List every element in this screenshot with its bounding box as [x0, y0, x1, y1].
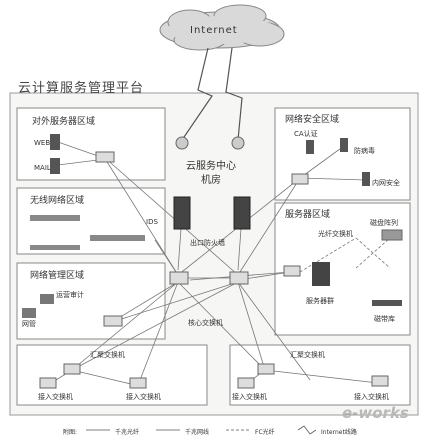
datacenter-label-line1: 云服务中心: [186, 161, 236, 172]
legend-item-cable: 千兆网线: [185, 429, 210, 436]
agg-right-label: 汇聚交换机: [290, 351, 325, 359]
audit-label: 运营审计: [56, 291, 84, 299]
access-switch-left-2: [129, 377, 147, 389]
router-left: [175, 136, 189, 150]
zone-security-title: 网络安全区域: [285, 115, 340, 125]
zone-wireless-title: 无线网络区域: [30, 196, 85, 206]
tape-library-label: 磁带库: [374, 315, 395, 323]
firewall-label: 出口防火墙: [190, 239, 225, 247]
access-switch-left-1: [39, 377, 57, 389]
intranet-security-label: 内网安全: [372, 179, 400, 187]
legend-item-fiber: 千兆光纤: [115, 429, 140, 436]
core-switch-left: [169, 271, 189, 285]
datacenter-label: 云服务中心 机房: [186, 160, 236, 188]
access-switch-right-1: [237, 377, 255, 389]
mail-server-icon: [50, 158, 60, 174]
wireless-ap-2: [90, 235, 145, 241]
wireless-ap-1: [30, 215, 80, 221]
external-switch-icon: [95, 151, 115, 163]
internet-cloud: [159, 4, 285, 51]
server-cluster-icon: [312, 262, 330, 286]
agg-switch-left: [63, 363, 81, 375]
fc-switch-label: 光纤交换机: [318, 230, 353, 238]
security-switch-icon: [291, 173, 309, 185]
zone-wireless: [16, 187, 166, 255]
zone-security: [274, 107, 411, 201]
legend: 附图: 千兆光纤 千兆网线 FC光纤 Internet线路: [63, 427, 357, 436]
agg-left-label: 汇聚交换机: [90, 351, 125, 359]
zone-netmgmt-title: 网络管理区域: [30, 271, 85, 281]
tape-library-icon: [372, 300, 402, 306]
audit-pc-icon: [40, 294, 54, 304]
intranet-security-icon: [362, 172, 370, 186]
agg-switch-right: [257, 363, 275, 375]
mail-label: MAIL: [34, 164, 51, 172]
web-server-icon: [50, 134, 60, 150]
disk-array-label: 磁盘阵列: [370, 219, 398, 227]
ids-device: [173, 196, 191, 230]
legend-prefix: 附图:: [63, 429, 78, 436]
core-switch-label: 核心交换机: [188, 319, 223, 327]
internet-label: Internet: [190, 25, 238, 36]
watermark: e-works: [342, 404, 409, 422]
zone-servers-title: 服务器区域: [285, 210, 331, 220]
fc-lines: [299, 237, 391, 273]
ca-label: CA认证: [294, 130, 318, 138]
antivirus-server-icon: [340, 138, 348, 152]
netmgmt-pc-icon: [22, 308, 36, 318]
access-right-2-label: 接入交换机: [354, 393, 389, 401]
ids-label: IDS: [146, 218, 158, 226]
fc-switch-icon: [283, 265, 301, 277]
disk-array-icon: [381, 229, 403, 241]
zone-bottom-left: [16, 344, 208, 406]
ca-server-icon: [306, 140, 314, 154]
access-left-1-label: 接入交换机: [38, 393, 73, 401]
netmgmt-label: 网管: [22, 320, 36, 328]
core-switch-right: [229, 271, 249, 285]
legend-item-internet: Internet线路: [321, 429, 357, 436]
netmgmt-switch-icon: [103, 315, 123, 327]
access-right-1-label: 接入交换机: [232, 393, 267, 401]
platform-title: 云计算服务管理平台: [18, 81, 145, 96]
firewall-device: [233, 196, 251, 230]
legend-line-internet: [297, 425, 317, 435]
internet-link-right: [225, 47, 243, 141]
zone-external-title: 对外服务器区域: [32, 117, 96, 127]
internet-link-left: [181, 47, 213, 141]
antivirus-label: 防病毒: [354, 147, 375, 155]
access-left-2-label: 接入交换机: [126, 393, 161, 401]
zone-external: [16, 107, 166, 181]
web-label: WEB: [34, 139, 51, 147]
access-switch-right-2: [371, 375, 389, 387]
legend-item-fc: FC光纤: [255, 429, 275, 436]
server-cluster-label: 服务器群: [306, 297, 334, 305]
datacenter-label-line2: 机房: [201, 175, 221, 186]
wireless-ap-3: [30, 245, 80, 250]
router-right: [231, 136, 245, 150]
